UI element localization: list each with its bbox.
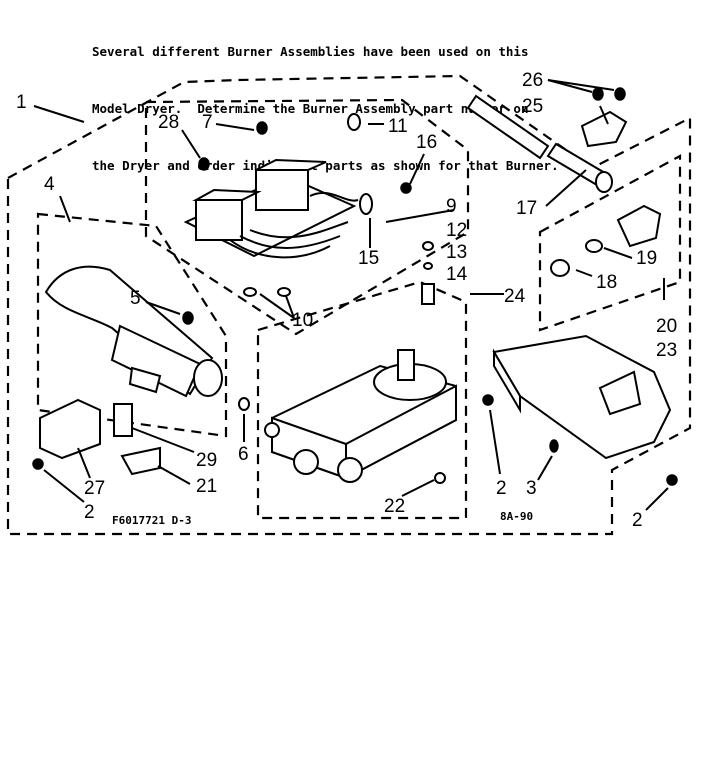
screws (32, 87, 678, 486)
burner-tube-group-outline (36, 212, 228, 438)
gas-pipe (466, 94, 613, 193)
callout-28: 28 (158, 112, 179, 133)
date-code: 8A-90 (500, 510, 533, 523)
callout-9: 9 (446, 196, 457, 217)
callout-27: 27 (84, 478, 105, 499)
callout-23: 23 (656, 340, 677, 361)
burner-assembly-outline (6, 74, 692, 536)
callout-18: 18 (596, 272, 617, 293)
gas-valve-group-outline (256, 280, 468, 520)
callout-12: 12 (446, 220, 467, 241)
callout-10: 10 (292, 310, 313, 331)
callout-2-middle: 2 (496, 478, 507, 499)
callout-21: 21 (196, 476, 217, 497)
callout-14: 14 (446, 264, 468, 285)
instruction-line-2: Model Dryer. Determine the Burner Assemb… (92, 101, 529, 116)
callout-16: 16 (416, 132, 437, 153)
instruction-line-1: Several different Burner Assemblies have… (92, 44, 529, 59)
callout-24: 24 (504, 286, 526, 307)
callout-3: 3 (526, 478, 537, 499)
callout-5: 5 (130, 288, 141, 309)
figure-code: F6017721 D-3 (112, 514, 191, 527)
leader-lines (33, 79, 669, 511)
callout-15: 15 (358, 248, 379, 269)
callout-20: 20 (656, 316, 677, 337)
callout-17: 17 (516, 198, 537, 219)
valve-coil-group-outline (144, 98, 470, 336)
callout-4: 4 (44, 174, 55, 195)
gas-valve-body (264, 349, 457, 483)
callout-2-right: 2 (632, 510, 643, 531)
callout-6: 6 (238, 444, 249, 465)
callout-25: 25 (522, 96, 543, 117)
callout-7: 7 (202, 112, 213, 133)
callout-13: 13 (446, 242, 467, 263)
burner-tube (44, 265, 223, 398)
callout-2-left: 2 (84, 502, 95, 523)
mounting-bracket (492, 334, 672, 460)
callout-19: 19 (636, 248, 657, 269)
callout-26: 26 (522, 70, 543, 91)
callout-29: 29 (196, 450, 217, 471)
sensor-group-outline (538, 154, 682, 332)
flame-sensor (550, 204, 662, 277)
callout-11: 11 (388, 116, 408, 137)
callout-1: 1 (16, 92, 27, 113)
callout-22: 22 (384, 496, 405, 517)
igniter-bracket (39, 398, 161, 476)
pipe-clamp (580, 110, 628, 148)
valve-coil-assembly (183, 158, 359, 259)
